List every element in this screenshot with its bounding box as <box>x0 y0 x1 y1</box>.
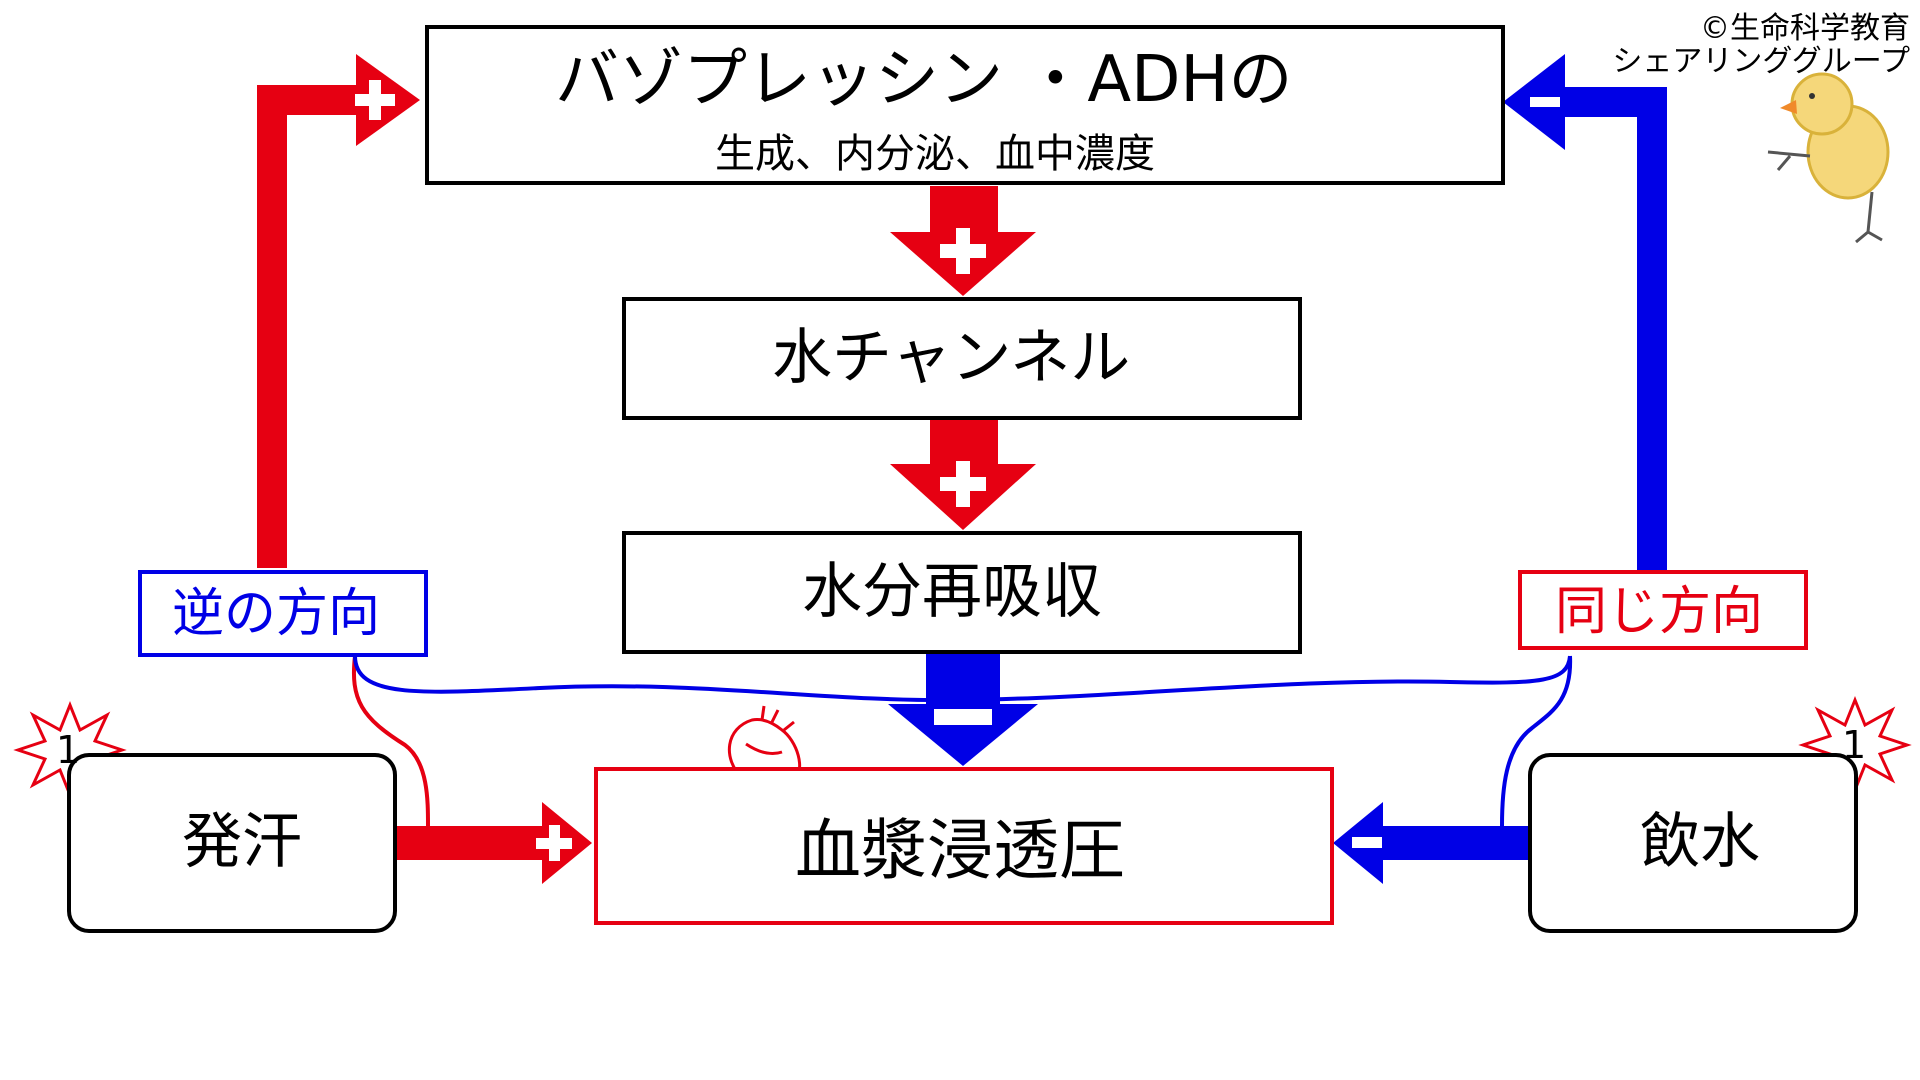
opposite-red-curve <box>352 655 430 827</box>
down-arrow-plus-1 <box>890 186 1036 296</box>
opposite-blue-curve <box>353 655 1572 703</box>
vasopressin-subtitle: 生成、内分泌、血中濃度 <box>715 131 1155 177</box>
opposite-direction-box <box>138 570 428 657</box>
same-direction-label: 同じ方向 <box>1555 582 1764 642</box>
vasopressin-box <box>425 25 1505 185</box>
credit-line-1: ©生命科学教育 <box>1700 11 1910 46</box>
down-arrow-minus <box>888 654 1038 766</box>
badge-left: 1 <box>56 728 81 772</box>
down-arrow-plus-2 <box>890 420 1036 530</box>
sweat-to-plasma-arrow <box>397 802 592 884</box>
badge-right: 1 <box>1842 723 1867 767</box>
drink-to-plasma-arrow <box>1333 802 1528 884</box>
left-feedback-arrow <box>257 54 420 568</box>
opposite-direction-label: 逆の方向 <box>172 584 381 644</box>
plasma-osmolarity-label: 血漿浸透圧 <box>795 812 1125 889</box>
plasma-osmolarity-box <box>594 767 1334 925</box>
vasopressin-title: バゾプレッシン ・ADHの <box>555 43 1293 117</box>
drink-label: 飲水 <box>1640 807 1760 877</box>
reabsorption-box <box>622 531 1302 654</box>
minus-icon <box>1352 837 1382 848</box>
credit-line-2: シェアリンググループ <box>1612 44 1910 79</box>
drink-box <box>1528 753 1858 933</box>
minus-icon <box>934 709 992 725</box>
chick-icon <box>1767 72 1890 244</box>
sweat-label: 発汗 <box>182 807 302 877</box>
water-channel-box <box>622 297 1302 420</box>
same-direction-box <box>1518 570 1808 650</box>
water-channel-label: 水チャンネル <box>772 323 1131 393</box>
right-feedback-arrow <box>1503 54 1667 578</box>
credit: ©生命科学教育 シェアリンググループ <box>1612 12 1910 78</box>
sweat-box <box>67 753 397 933</box>
minus-icon <box>1530 97 1560 107</box>
same-blue-curve <box>1500 655 1573 827</box>
reabsorption-label: 水分再吸収 <box>802 557 1102 627</box>
plus-icon <box>355 80 395 120</box>
